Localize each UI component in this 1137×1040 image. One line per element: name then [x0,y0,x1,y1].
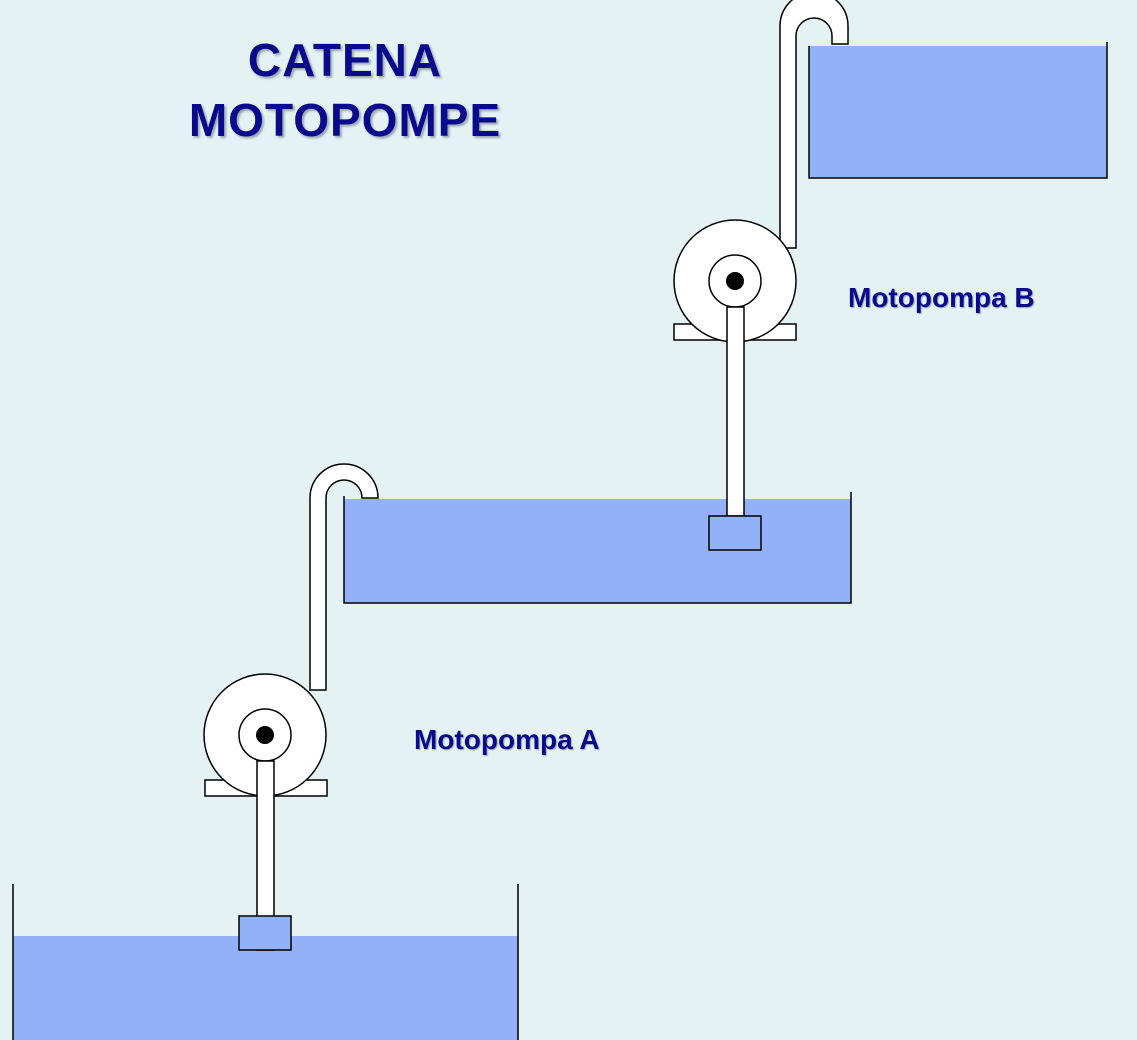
middle-tank-walls [343,492,852,604]
upper-tank-water [809,46,1107,178]
pump-b-suction-pipe [726,306,745,517]
pump-b-delivery-pipe [779,0,849,249]
middle-tank [343,492,852,604]
page-title: CATENA MOTOPOMPE [80,30,610,150]
pump-a-delivery-pipe [309,463,379,691]
lower-tank-water [13,936,518,1040]
motopompa-a [203,463,379,951]
title-line-2: MOTOPOMPE [188,94,502,146]
title-line-1: CATENA [247,34,443,86]
motopompa-b [673,0,849,551]
upper-tank [808,42,1108,179]
middle-tank-water [344,499,851,603]
pump-a-axle [256,726,274,744]
lower-tank [12,884,519,1040]
pump-a-label: Motopompa A [414,724,600,755]
pump-b-axle [726,272,744,290]
upper-tank-walls [808,42,1108,179]
pump-b-strainer [708,515,762,551]
pump-a-strainer [238,915,292,951]
pump-b-label: Motopompa B [848,282,1035,313]
